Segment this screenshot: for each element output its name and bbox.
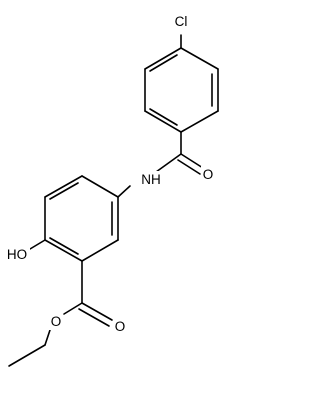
bond-ring1-c4-c5 — [144, 110, 182, 133]
bond-ring1-inner-b — [149, 108, 178, 126]
atom-labels: Cl NH O HO O O — [4, 12, 215, 335]
bond-ester-co-b — [78, 308, 110, 327]
bond-ring2-c2-c3 — [81, 239, 119, 262]
bond-ring2-c6-c1 — [81, 175, 119, 198]
chemical-structure: Cl NH O HO O O — [4, 12, 219, 367]
bond-ring1-inner-c — [149, 54, 178, 72]
bond-amide-cn — [155, 153, 182, 173]
hydroxyl-label: HO — [7, 247, 27, 262]
bond-n-ring2 — [117, 185, 131, 198]
ester-ether-oxygen-label: O — [51, 314, 62, 329]
bond-c-oh — [29, 239, 46, 250]
bond-ring2-c3-c4 — [44, 239, 83, 262]
chlorine-label: Cl — [175, 14, 188, 29]
amide-nh-label: NH — [141, 172, 161, 187]
bond-ring2-inner-c — [49, 182, 79, 200]
bond-ring1-c6-c1 — [144, 47, 182, 70]
bond-ring1-c3-c4 — [180, 110, 219, 133]
bond-ch2-ch3 — [8, 344, 46, 367]
bond-ester-co-a — [81, 302, 113, 321]
bond-ester-c-o — [63, 302, 83, 315]
bond-amide-co-a — [180, 153, 204, 169]
bond-ring1-c1-c2 — [180, 47, 219, 70]
ester-carbonyl-oxygen-label: O — [115, 319, 126, 334]
bond-ring2-inner-b — [49, 237, 79, 255]
bond-amide-co-b — [177, 159, 201, 175]
amide-oxygen-label: O — [203, 167, 214, 182]
bond-ring2-c5-c6 — [44, 175, 83, 198]
bond-o-ch2 — [44, 329, 51, 346]
bonds — [8, 34, 219, 367]
